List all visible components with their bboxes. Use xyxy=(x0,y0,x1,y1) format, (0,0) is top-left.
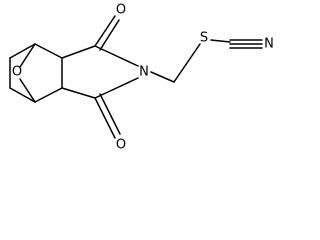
atom-labels: O O O N S N xyxy=(12,3,274,153)
bond-c6-c1 xyxy=(9,43,36,59)
bond-carbonyl-top-n xyxy=(94,45,139,67)
imide-ring-bonds xyxy=(61,45,139,99)
bond-bridge-o-c4 xyxy=(19,78,36,103)
carbonyl-double-bonds xyxy=(94,15,121,139)
bond-s-c xyxy=(210,39,231,43)
bicyclic-ring-bonds xyxy=(9,43,63,103)
bond-c3-c4 xyxy=(34,87,63,103)
substituent-bonds xyxy=(150,39,263,83)
bond-c1-c2 xyxy=(34,43,63,59)
bond-c1-bridge-o xyxy=(19,43,36,68)
bond-c2-carbonyl-top xyxy=(61,45,96,59)
bond-n-ch2 xyxy=(150,71,175,83)
atom-label-carbonyl-oxygen-top: O xyxy=(116,3,126,18)
bond-ch2-s xyxy=(173,43,201,83)
chemical-structure: O O O N S N xyxy=(9,2,277,153)
atom-label-carbonyl-oxygen-bottom: O xyxy=(116,138,126,153)
bond-carbonyl-bottom-c3 xyxy=(61,87,96,99)
double-bond-bottom-b xyxy=(99,93,121,135)
atom-label-imide-nitrogen: N xyxy=(139,65,149,80)
label-backgrounds xyxy=(10,2,277,153)
double-bond-top-a xyxy=(94,15,116,47)
bond-c4-c5 xyxy=(9,87,36,103)
atom-label-bridge-oxygen: O xyxy=(12,65,22,80)
double-bond-bottom-a xyxy=(94,97,116,139)
atom-label-sulfur: S xyxy=(200,31,208,46)
bond-n-carbonyl-bottom xyxy=(94,77,139,99)
double-bond-top-b xyxy=(99,19,120,51)
atom-label-nitrile-nitrogen: N xyxy=(264,37,274,52)
